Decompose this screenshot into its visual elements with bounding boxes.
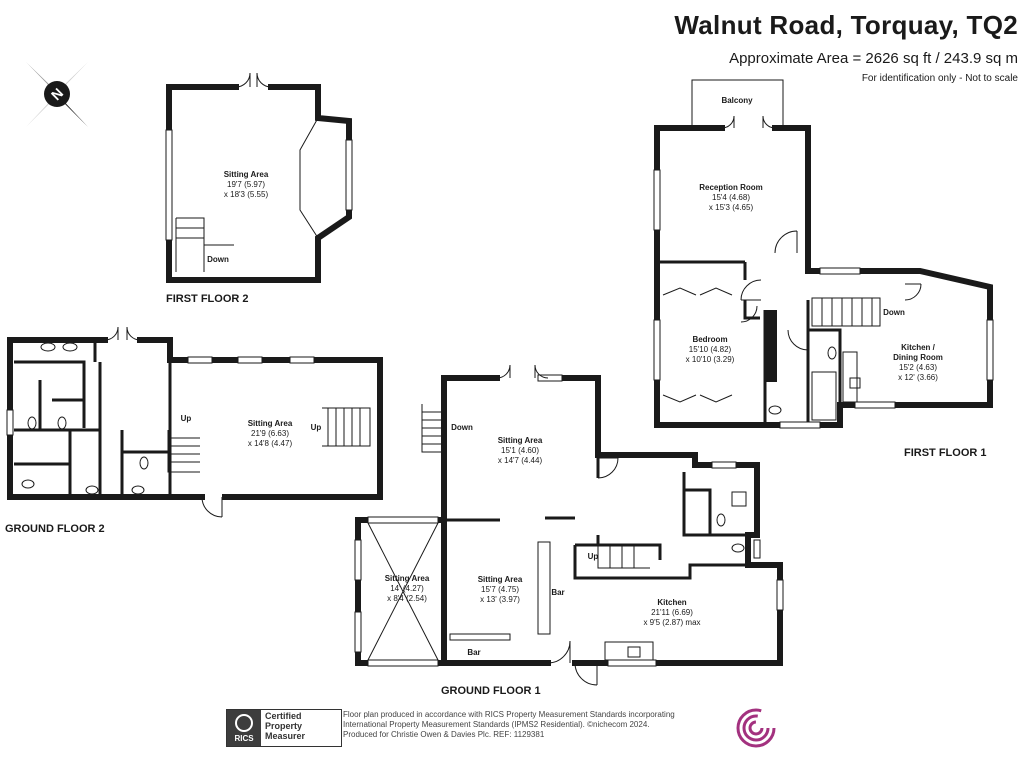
room-name: Kitchen / [901, 343, 936, 352]
room-dimension: x 13' (3.97) [480, 595, 520, 604]
bar-label: Bar [551, 588, 564, 597]
rics-logo-icon: RICS [227, 710, 261, 746]
room-dimension: x 18'3 (5.55) [224, 190, 269, 199]
stair-down-label: Down [883, 308, 905, 317]
room-dimension: x 8'4 (2.54) [387, 594, 427, 603]
room-dimension: 21'11 (6.69) [651, 608, 693, 617]
ground-floor-2-plan: Sitting Area 21'9 (6.63) x 14'8 (4.47) U… [5, 326, 383, 535]
approximate-area: Approximate Area = 2626 sq ft / 243.9 sq… [729, 50, 1018, 67]
first-floor-2-plan: Sitting Area 19'7 (5.97) x 18'3 (5.55) D… [165, 72, 353, 305]
room-dimension: 15'7 (4.75) [481, 585, 519, 594]
room-dimension: 15'1 (4.60) [501, 446, 539, 455]
stair-up-label: Up [181, 414, 192, 423]
room-dimension: 21'9 (6.63) [251, 429, 289, 438]
room-name: Sitting Area [478, 575, 523, 584]
badge-line: Measurer [265, 731, 306, 741]
ground-floor-1-plan: Sitting Area 15'1 (4.60) x 14'7 (4.44) S… [354, 364, 784, 697]
room-dimension: 19'7 (5.97) [227, 180, 265, 189]
room-name: Reception Room [699, 183, 763, 192]
badge-line: Property [265, 721, 303, 731]
room-name: Sitting Area [248, 419, 293, 428]
room-dimension: 15'4 (4.68) [712, 193, 750, 202]
room-dimension: x 14'8 (4.47) [248, 439, 293, 448]
floor-label: FIRST FLOOR 2 [166, 293, 249, 305]
room-dimension: 14' (4.27) [390, 584, 424, 593]
rics-logo-text: RICS [234, 733, 254, 743]
footer-line: Floor plan produced in accordance with R… [343, 710, 675, 719]
floor-label: GROUND FLOOR 2 [5, 523, 105, 535]
room-name: Sitting Area [224, 170, 269, 179]
room-name: Dining Room [893, 353, 943, 362]
first-floor-1-plan: Balcony Reception Room 15'4 (4.68) x 15'… [653, 79, 994, 459]
room-name: Kitchen [657, 598, 686, 607]
footer-note: Floor plan produced in accordance with R… [343, 710, 733, 740]
room-dimension: x 15'3 (4.65) [709, 203, 754, 212]
stair-up-label: Up [588, 552, 599, 561]
room-dimension: x 12' (3.66) [898, 373, 938, 382]
room-name: Balcony [721, 96, 753, 105]
room-dimension: x 10'10 (3.29) [686, 355, 735, 364]
compass-icon: N [26, 62, 88, 127]
page-title: Walnut Road, Torquay, TQ2 [674, 10, 1018, 40]
room-name: Sitting Area [385, 574, 430, 583]
badge-line: Certified [265, 711, 302, 721]
rics-badge: RICS Certified Property Measurer [226, 709, 342, 747]
footer-line: Produced for Christie Owen & Davies Plc.… [343, 730, 545, 739]
floor-label: GROUND FLOOR 1 [441, 685, 541, 697]
room-name: Sitting Area [498, 436, 543, 445]
stair-down-label: Down [207, 255, 229, 264]
bar-label: Bar [467, 648, 480, 657]
rics-badge-text: Certified Property Measurer [261, 710, 309, 746]
room-dimension: x 14'7 (4.44) [498, 456, 543, 465]
room-dimension: 15'10 (4.82) [689, 345, 732, 354]
floor-label: FIRST FLOOR 1 [904, 447, 987, 459]
room-dimension: 15'2 (4.63) [899, 363, 937, 372]
stair-down-label: Down [451, 423, 473, 432]
footer-line: International Property Measurement Stand… [343, 720, 650, 729]
room-dimension: x 9'5 (2.87) max [643, 618, 700, 627]
room-name: Bedroom [692, 335, 727, 344]
stair-up-label: Up [311, 423, 322, 432]
scale-note: For identification only - Not to scale [861, 73, 1018, 84]
nichecom-logo-icon [736, 708, 776, 748]
